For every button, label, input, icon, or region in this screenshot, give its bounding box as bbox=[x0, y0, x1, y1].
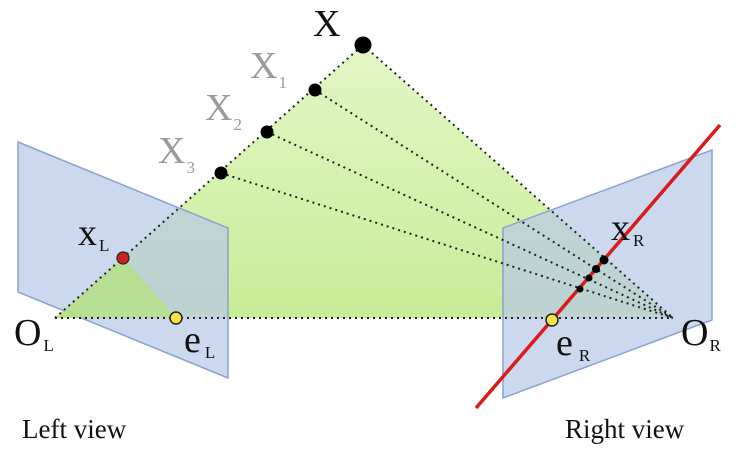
label-or: OR bbox=[681, 312, 721, 355]
left-plane-projection bbox=[55, 258, 176, 318]
point-x2 bbox=[260, 125, 274, 139]
right-image-plane bbox=[502, 148, 713, 400]
point-xr-2 bbox=[585, 274, 593, 282]
caption-left-view: Left view bbox=[22, 414, 127, 444]
label-x3: X3 bbox=[158, 130, 195, 177]
point-xr bbox=[599, 255, 609, 265]
label-x1: X1 bbox=[250, 45, 287, 92]
label-x: X bbox=[313, 3, 340, 45]
point-xr-1 bbox=[592, 265, 600, 273]
label-x2: X2 bbox=[205, 87, 242, 134]
point-xl bbox=[116, 251, 130, 265]
point-x bbox=[354, 36, 372, 54]
point-xr-3 bbox=[576, 285, 584, 293]
point-x3 bbox=[214, 166, 228, 180]
point-x1 bbox=[308, 83, 322, 97]
ray-x2-to-right bbox=[266, 131, 674, 319]
epipole-right bbox=[545, 313, 559, 327]
caption-right-view: Right view bbox=[565, 414, 685, 444]
epipole-left bbox=[169, 311, 183, 325]
ray-x3-to-right bbox=[220, 172, 674, 319]
